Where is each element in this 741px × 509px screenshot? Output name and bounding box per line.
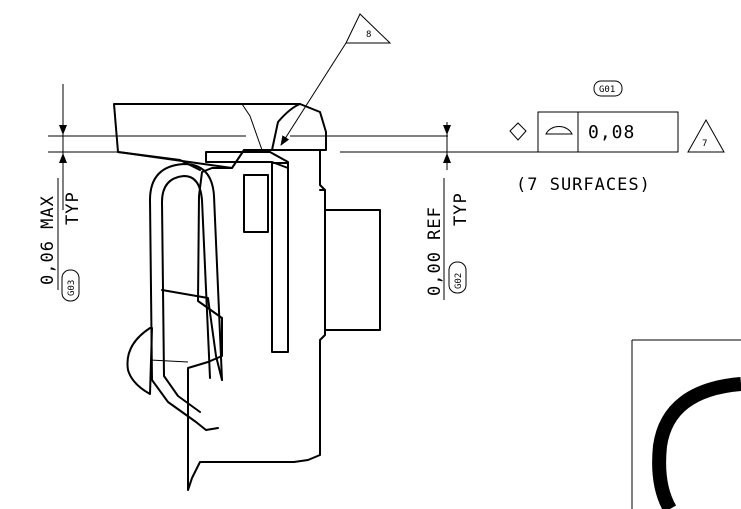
- spring-contact: [126, 151, 289, 431]
- tolerance-value: 0,08: [588, 122, 635, 143]
- flag-8-label: 8: [366, 30, 371, 40]
- surfaces-note: (7 SURFACES): [516, 175, 651, 195]
- left-dimension: 0,06 MAX TYP G03: [38, 84, 246, 302]
- flag-7-triangle: [687, 118, 725, 153]
- large-letter-c: [652, 377, 741, 509]
- left-dimension-label: G03: [67, 280, 77, 296]
- left-dimension-value: 0,06 MAX: [38, 195, 58, 285]
- flag-7-label: 7: [702, 139, 707, 149]
- left-dimension-qualifier: TYP: [63, 191, 83, 225]
- tolerance-frame: G01 0,08 7 (7 SURFACES): [509, 80, 725, 195]
- tolerance-label: G01: [599, 85, 615, 95]
- hatched-body-section: [187, 149, 381, 491]
- top-cap: [113, 103, 327, 171]
- profile-of-surface-icon: [545, 126, 573, 135]
- flag-8-leader: 8: [280, 13, 392, 146]
- right-dimension-label: G02: [454, 273, 464, 289]
- right-dimension-qualifier: TYP: [451, 192, 471, 226]
- title-block-corner: [631, 339, 741, 509]
- right-dimension: 0,00 REF TYP G02: [290, 122, 540, 300]
- diamond-symbol: [509, 122, 527, 141]
- right-dimension-value: 0,00 REF: [425, 206, 445, 296]
